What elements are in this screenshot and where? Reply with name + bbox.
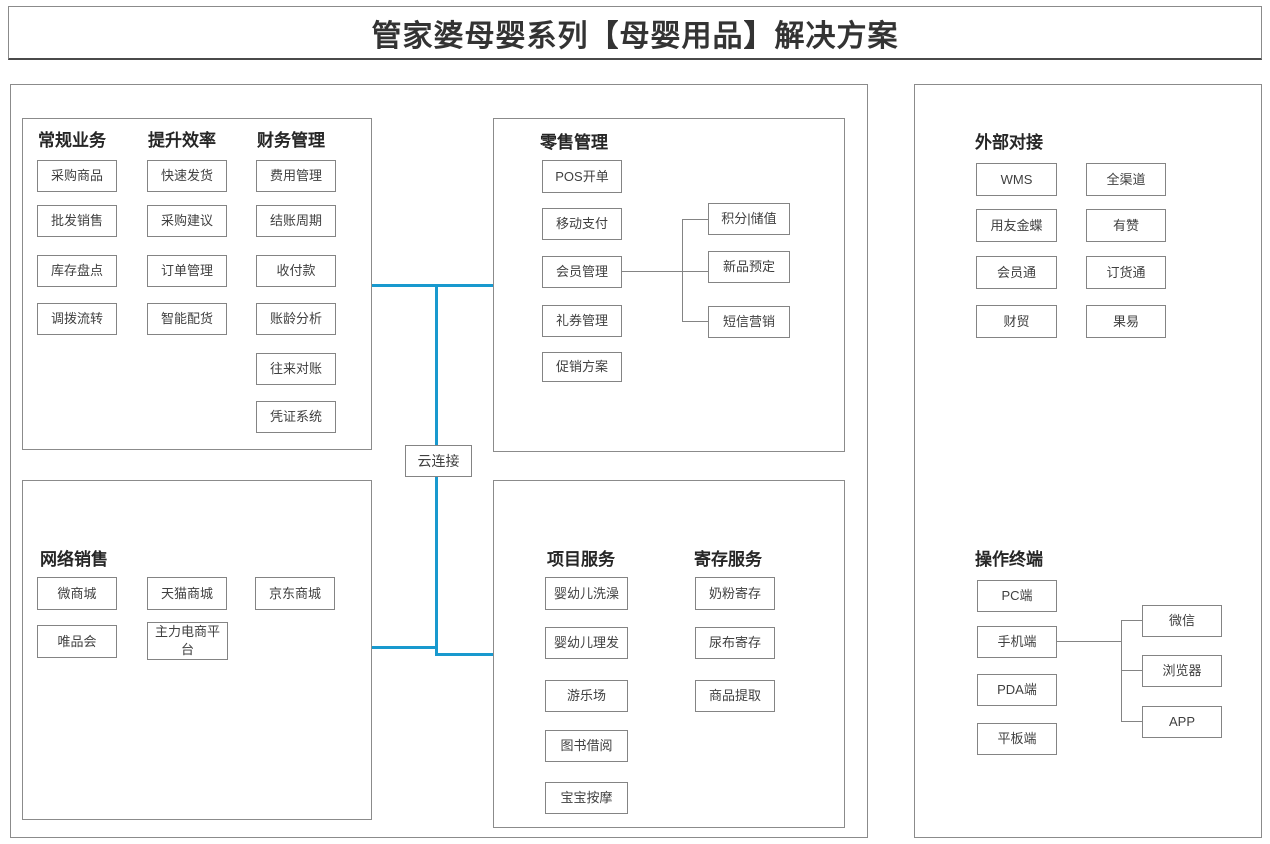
node-external-caimao: 财贸 [976,305,1057,338]
node-terminal-pc: PC端 [977,580,1057,612]
node-regular-2: 库存盘点 [37,255,117,287]
node-efficiency-3: 智能配货 [147,303,227,335]
cloud-connect-node: 云连接 [405,445,472,477]
node-retail-2: 会员管理 [542,256,622,288]
node-project-2: 游乐场 [545,680,628,712]
node-online-0: 微商城 [37,577,117,610]
node-retail-4: 促销方案 [542,352,622,382]
connector-member-main [622,271,682,272]
node-finance-2: 收付款 [256,255,336,287]
node-deposit-0: 奶粉寄存 [695,577,775,610]
node-external-member-link: 会员通 [976,256,1057,289]
node-external-dinghuotong: 订货通 [1086,256,1166,289]
header-terminals: 操作终端 [975,550,1043,569]
node-terminal-phone: 手机端 [977,626,1057,658]
node-member-sub-2: 短信营销 [708,306,790,338]
node-finance-1: 结账周期 [256,205,336,237]
node-external-guoyi: 果易 [1086,305,1166,338]
connector-blue-bottom-right [435,653,493,656]
node-finance-4: 往来对账 [256,353,336,385]
connector-phone-stub-3 [1121,721,1142,722]
node-efficiency-2: 订单管理 [147,255,227,287]
node-online-2: 京东商城 [255,577,335,610]
node-external-youzan: 有赞 [1086,209,1166,242]
node-external-yonyou-kingdee: 用友金蝶 [976,209,1057,242]
connector-member-stub-1 [682,219,708,220]
connector-phone-stub-1 [1121,620,1142,621]
connector-blue-bottom-left [372,646,437,649]
node-phone-sub-browser: 浏览器 [1142,655,1222,687]
header-efficiency: 提升效率 [148,131,216,150]
connector-phone-vertical [1121,620,1122,722]
node-finance-3: 账龄分析 [256,303,336,335]
node-external-wms: WMS [976,163,1057,196]
header-regular-business: 常规业务 [38,131,106,150]
node-retail-1: 移动支付 [542,208,622,240]
connector-phone-main [1057,641,1121,642]
node-member-sub-1: 新品预定 [708,251,790,283]
node-regular-3: 调拨流转 [37,303,117,335]
header-deposit-services: 寄存服务 [694,550,762,569]
connector-member-stub-2 [682,271,708,272]
header-finance: 财务管理 [257,131,325,150]
node-project-0: 婴幼儿洗澡 [545,577,628,610]
header-online-sales: 网络销售 [40,550,108,569]
header-external-integration: 外部对接 [975,133,1043,152]
connector-phone-stub-2 [1121,670,1142,671]
node-member-sub-0: 积分|储值 [708,203,790,235]
node-finance-0: 费用管理 [256,160,336,192]
connector-member-stub-3 [682,321,708,322]
node-online-1: 天猫商城 [147,577,227,610]
node-regular-1: 批发销售 [37,205,117,237]
connector-member-vertical [682,219,683,322]
node-efficiency-0: 快速发货 [147,160,227,192]
node-retail-0: POS开单 [542,160,622,193]
node-phone-sub-app: APP [1142,706,1222,738]
node-finance-5: 凭证系统 [256,401,336,433]
node-external-omni-channel: 全渠道 [1086,163,1166,196]
node-terminal-tablet: 平板端 [977,723,1057,755]
node-regular-0: 采购商品 [37,160,117,192]
connector-blue-top [372,284,493,287]
node-retail-3: 礼券管理 [542,305,622,337]
page-title: 管家婆母婴系列【母婴用品】解决方案 [8,6,1262,60]
node-project-3: 图书借阅 [545,730,628,762]
node-project-4: 宝宝按摩 [545,782,628,814]
node-online-4: 主力电商平台 [147,622,228,660]
node-deposit-1: 尿布寄存 [695,627,775,659]
node-project-1: 婴幼儿理发 [545,627,628,659]
node-online-3: 唯品会 [37,625,117,658]
node-deposit-2: 商品提取 [695,680,775,712]
node-terminal-pda: PDA端 [977,674,1057,706]
header-retail: 零售管理 [540,133,608,152]
node-efficiency-1: 采购建议 [147,205,227,237]
header-project-services: 项目服务 [547,550,615,569]
node-phone-sub-wechat: 微信 [1142,605,1222,637]
